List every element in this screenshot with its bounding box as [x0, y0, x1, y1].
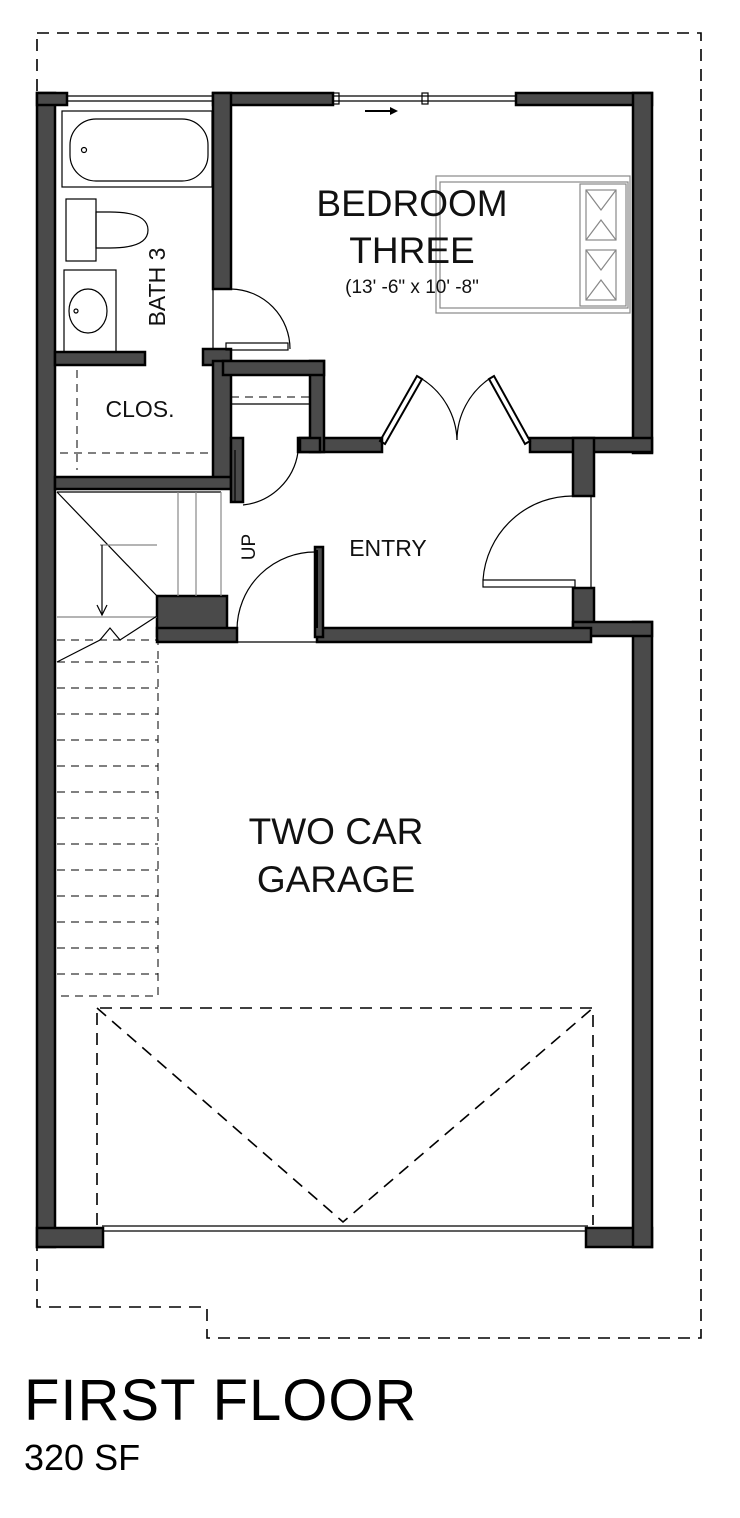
- bathtub: [61, 110, 213, 188]
- bedroom-label-line2: THREE: [349, 230, 474, 271]
- floor-plan-drawing: BEDROOM THREE (13' -6" x 10' -8" BATH 3 …: [35, 32, 702, 1339]
- lot-outline: [36, 32, 702, 1339]
- bath-label: BATH 3: [144, 248, 170, 327]
- stair-up-label: UP: [239, 534, 260, 560]
- garage-door-swing: [96, 1007, 594, 1232]
- garage-label-line2: GARAGE: [257, 859, 415, 900]
- floor-area: 320 SF: [24, 1437, 141, 1478]
- walls: [35, 91, 654, 1249]
- bedroom-label-line1: BEDROOM: [316, 183, 507, 224]
- entry-label: ENTRY: [349, 535, 427, 561]
- bathroom-sink: [63, 269, 117, 353]
- garage-entry-door: [236, 550, 318, 643]
- toilet: [65, 198, 149, 262]
- bath-window: [67, 95, 213, 102]
- closet-shelf: [60, 370, 310, 470]
- bedroom-window: [332, 92, 516, 115]
- bedroom-double-doors: [378, 374, 532, 446]
- bedroom-dimensions: (13' -6" x 10' -8": [345, 277, 479, 298]
- closet-door: [234, 450, 299, 506]
- closet-label: CLOS.: [105, 396, 174, 422]
- bath-door: [212, 288, 291, 351]
- entry-front-door: [482, 495, 592, 588]
- floor-title: FIRST FLOOR: [24, 1368, 418, 1433]
- garage-label-line1: TWO CAR: [249, 811, 424, 852]
- bed: [435, 175, 631, 314]
- stairs: [56, 491, 222, 997]
